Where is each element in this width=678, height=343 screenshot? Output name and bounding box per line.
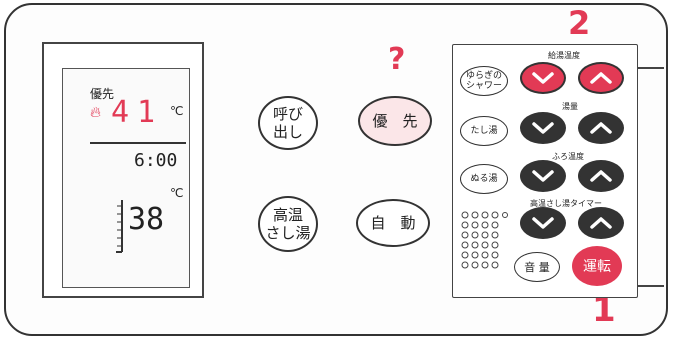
chevron-up-icon [590,72,612,84]
bath-temp-up-button[interactable] [578,160,624,192]
volume-button[interactable]: 音 量 [514,252,560,282]
chevron-up-icon [590,122,612,134]
question-annotation: ? [388,42,406,77]
timer-down-button[interactable] [520,207,566,239]
supply-temp-label: 給湯温度 [548,51,580,60]
high-temp-timer-label: 高温さし湯タイマー [530,199,602,208]
chevron-up-icon [590,170,612,182]
hot-water-up-button[interactable] [578,112,624,144]
lcd-set-temperature: 41 [111,95,164,130]
yuragi-shower-button[interactable]: ゆらぎの シャワー [460,66,508,96]
timer-up-button[interactable] [578,207,624,239]
hot-water-amount-label: 湯量 [562,102,578,111]
bath-level-indicator-icon [116,200,123,253]
lcd-screen [62,68,190,288]
supply-temp-down-button[interactable] [520,62,566,94]
chevron-down-icon [532,122,554,134]
chevron-down-icon [532,72,554,84]
lukewarm-water-button[interactable]: ぬる湯 [460,164,508,194]
high-temp-add-button[interactable]: 高温 さし湯 [258,196,318,252]
chevron-up-icon [590,217,612,229]
lcd-temp-unit: ℃ [170,104,184,118]
auto-button[interactable]: 自 動 [356,199,430,247]
flame-icon: 🔥︎ [90,103,102,121]
chevron-down-icon [532,170,554,182]
lcd-bath-temperature: 38 [128,202,165,237]
lcd-clock: 6:00 [134,150,178,171]
add-hot-water-button[interactable]: たし湯 [460,116,508,146]
chevron-down-icon [532,217,554,229]
run-button[interactable]: 運転 [572,246,622,286]
lcd-bath-unit: ℃ [170,186,184,200]
lcd-priority-label: 優先 [90,87,115,101]
step-1-annotation: 1 [592,290,616,330]
supply-temp-up-button[interactable] [578,62,624,94]
panel-rail-top [638,67,664,69]
speaker-grille-icon [461,211,508,269]
call-button[interactable]: 呼び 出し [258,96,318,150]
step-2-annotation: 2 [568,4,591,42]
bath-temp-down-button[interactable] [520,160,566,192]
bath-temp-label: ふろ温度 [552,152,584,161]
priority-button[interactable]: 優 先 [358,96,432,146]
lcd-divider [90,142,186,144]
panel-rail-bottom [638,285,664,287]
hot-water-down-button[interactable] [520,112,566,144]
